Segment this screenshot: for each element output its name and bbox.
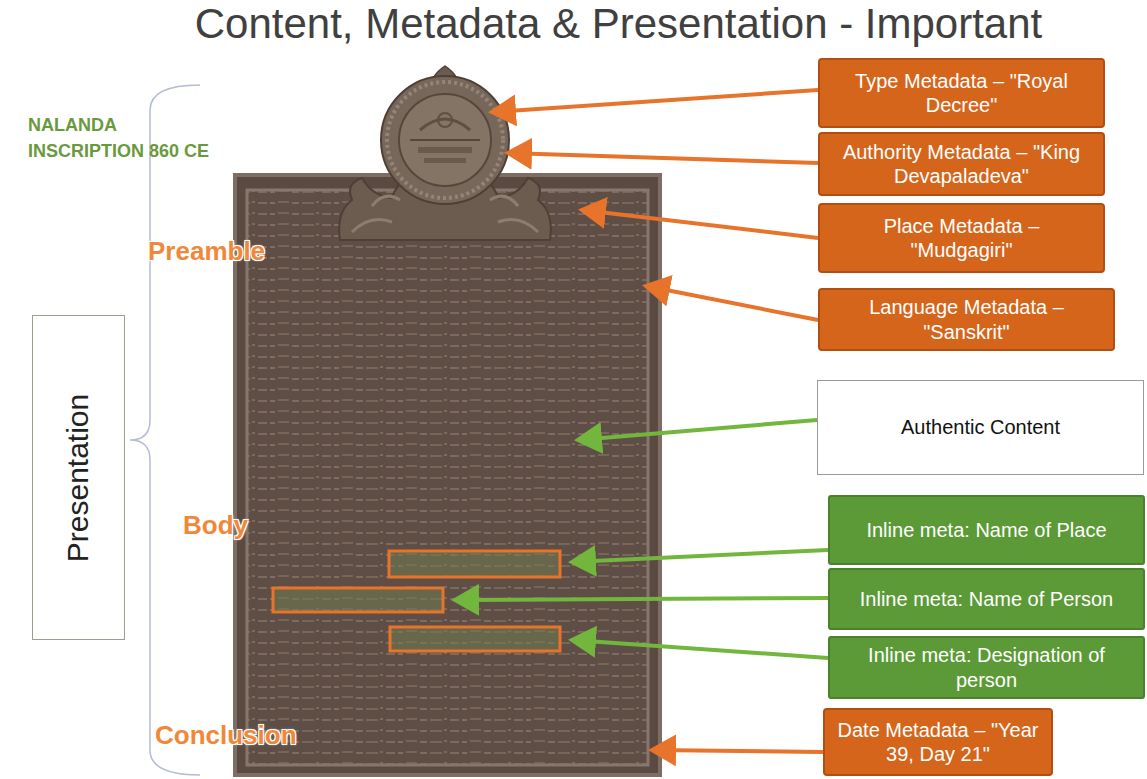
leader-arrow: [455, 598, 828, 600]
slab-frame: [235, 175, 660, 775]
metadata-box: Language Metadata – "Sanskrit": [818, 288, 1115, 351]
metadata-box: Authority Metadata – "King Devapaladeva": [818, 132, 1105, 196]
box-text: Inline meta: Designation of person: [840, 643, 1133, 692]
box-text: Authentic Content: [901, 416, 1060, 439]
metadata-box: Place Metadata – "Mudgagiri": [818, 203, 1105, 273]
box-text: Language Metadata – "Sanskrit": [830, 295, 1103, 344]
presentation-box: Presentation: [32, 315, 125, 640]
inline-meta-box: Inline meta: Name of Person: [828, 568, 1145, 630]
box-text: Authority Metadata – "King Devapaladeva": [830, 140, 1093, 189]
slab-text-area: [247, 190, 648, 765]
leader-arrow: [652, 750, 823, 752]
highlight-person: [273, 588, 443, 612]
box-text: Date Metadata – "Year 39, Day 21": [835, 718, 1041, 767]
inline-meta-box: Inline meta: Name of Place: [828, 495, 1145, 565]
leader-arrow: [582, 210, 818, 238]
metadata-box: Type Metadata – "Royal Decree": [818, 58, 1105, 128]
highlight-designation: [390, 627, 560, 651]
leader-arrow: [492, 90, 818, 112]
diagram-title: Content, Metadata & Presentation - Impor…: [90, 0, 1147, 48]
section-label: Body: [183, 510, 248, 541]
leader-arrow: [646, 286, 818, 320]
box-text: Type Metadata – "Royal Decree": [830, 69, 1093, 118]
box-text: Presentation: [62, 393, 96, 561]
leader-arrow: [508, 153, 818, 163]
box-text: Inline meta: Name of Place: [866, 518, 1106, 542]
leader-arrow: [572, 550, 828, 562]
highlight-place: [389, 551, 560, 577]
box-text: Inline meta: Name of Person: [860, 587, 1113, 611]
section-label: Conclusion: [155, 720, 297, 751]
bracket: [130, 85, 200, 775]
metadata-box: Date Metadata – "Year 39, Day 21": [823, 708, 1053, 776]
inscription-label: NALANDA INSCRIPTION 860 CE: [28, 112, 223, 164]
leader-arrow: [572, 640, 828, 658]
inline-meta-box: Inline meta: Designation of person: [828, 636, 1145, 699]
stone-slab: [235, 175, 660, 775]
leader-arrow: [578, 420, 817, 440]
content-box: Authentic Content: [817, 380, 1144, 475]
section-label: Preamble: [148, 236, 265, 267]
box-text: Place Metadata – "Mudgagiri": [830, 214, 1093, 263]
